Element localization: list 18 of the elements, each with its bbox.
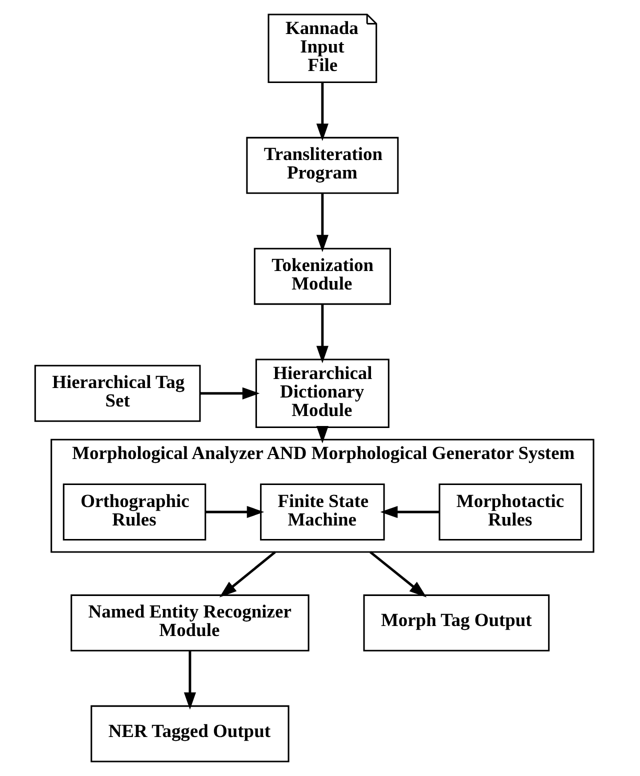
- node-box: Finite State Machine: [260, 484, 384, 540]
- node-box: Hierarchical Tag Set: [34, 364, 200, 422]
- arrow: [205, 506, 264, 518]
- node-box: Morph Tag Output: [362, 594, 550, 652]
- arrow: [183, 651, 196, 710]
- arrow: [380, 506, 439, 518]
- node-box: Transliteration Program: [246, 136, 398, 194]
- arrow: [316, 304, 328, 364]
- node-box: Orthographic Rules: [62, 484, 206, 540]
- node-box: Named Entity Recognizer Module: [70, 594, 309, 652]
- arrow: [218, 551, 276, 598]
- node-box: Morphotactic Rules: [438, 484, 582, 540]
- arrow: [316, 82, 328, 141]
- node-box: Tokenization Module: [253, 248, 390, 305]
- arrow: [316, 194, 328, 252]
- node-box: NER Tagged Output: [90, 705, 289, 762]
- arrow: [369, 551, 426, 598]
- arrow: [200, 387, 260, 400]
